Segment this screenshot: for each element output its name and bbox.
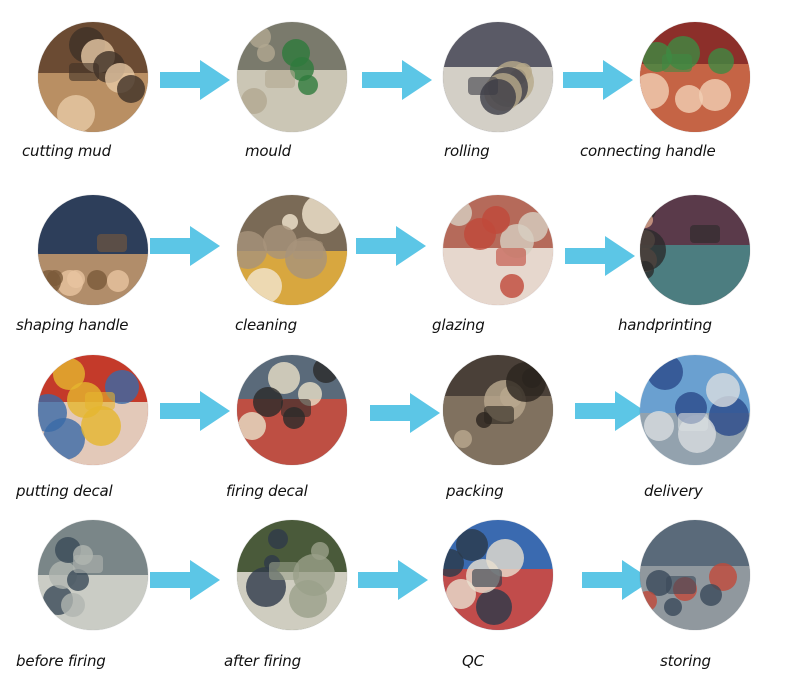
step-label: QC [462,652,484,670]
right-arrow-icon [370,393,440,433]
step-label: glazing [432,316,485,334]
warehouse-boxes-photo [443,355,553,465]
right-arrow-icon [563,60,633,100]
handle-trim-photo [38,195,148,305]
step-label: putting decal [16,482,113,500]
hand-paint-photo [640,195,750,305]
step-label: cutting mud [22,142,111,160]
mug-sponge-photo [237,195,347,305]
step-label: connecting handle [580,142,716,160]
right-arrow-icon [575,391,645,431]
right-arrow-icon [150,226,220,266]
clay-rolling-photo [443,22,553,132]
right-arrow-icon [150,560,220,600]
handle-attach-photo [640,22,750,132]
truck-yard-photo [640,355,750,465]
clay-log-stack-photo [38,22,148,132]
right-arrow-icon [565,236,635,276]
kiln-loading-photo [237,355,347,465]
right-arrow-icon [160,391,230,431]
right-arrow-icon [160,60,230,100]
step-label: firing decal [226,482,308,500]
right-arrow-icon [356,226,426,266]
right-arrow-icon [582,560,652,600]
right-arrow-icon [358,560,428,600]
fired-mugs-photo [237,520,347,630]
step-label: delivery [644,482,703,500]
step-label: mould [245,142,291,160]
step-label: handprinting [618,316,712,334]
step-label: storing [660,652,711,670]
glaze-dip-photo [443,195,553,305]
step-label: shaping handle [16,316,129,334]
inspection-line-photo [443,520,553,630]
step-label: rolling [444,142,490,160]
step-label: before firing [16,652,106,670]
right-arrow-icon [362,60,432,100]
stock-room-photo [640,520,750,630]
press-machine-photo [237,22,347,132]
step-label: cleaning [235,316,297,334]
decal-mugs-photo [38,355,148,465]
step-label: packing [446,482,504,500]
step-label: after firing [224,652,301,670]
kiln-shelves-photo [38,520,148,630]
